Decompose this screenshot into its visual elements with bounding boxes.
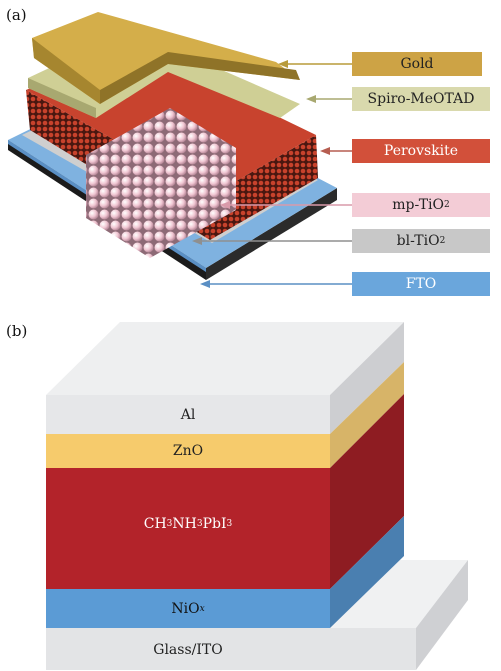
label-glass-ito: Glass/ITO [46, 632, 330, 668]
formula-nh: NH [172, 516, 197, 532]
tag-gold-text: Gold [400, 56, 434, 72]
zno-layer [46, 434, 330, 468]
label-zno: ZnO [46, 434, 330, 468]
tag-fto-text: FTO [405, 276, 437, 292]
label-nio-text: NiO [171, 600, 200, 617]
gold-layer [32, 12, 300, 104]
al-top-face [46, 322, 404, 395]
label-glass-ito-text: Glass/ITO [153, 642, 223, 658]
formula-sub-1: 3 [166, 519, 173, 529]
tag-spiro-text: Spiro-MeOTAD [367, 91, 475, 107]
formula-pbi: PbI [202, 516, 227, 532]
tag-gold: Gold [352, 52, 482, 76]
formula-ch: CH [143, 516, 167, 532]
tag-perovskite: Perovskite [352, 139, 490, 163]
formula-sub-3: 3 [226, 519, 233, 529]
tag-mp-tio2-text: mp-TiO [392, 197, 445, 213]
tag-mp-tio2-sub: 2 [444, 200, 450, 210]
nio-layer [46, 589, 330, 628]
tag-spiro: Spiro-MeOTAD [352, 87, 490, 111]
label-al-text: Al [180, 406, 196, 423]
tag-bl-tio2-text: bl-TiO [396, 233, 440, 249]
panel-b-label: (b) [6, 322, 28, 340]
tag-bl-tio2-sub: 2 [439, 236, 446, 246]
formula-sub-2: 3 [196, 519, 203, 529]
label-al: Al [46, 395, 330, 434]
perovskite-layer-b [46, 468, 330, 589]
label-zno-text: ZnO [172, 443, 204, 459]
label-nio-sub: x [199, 603, 205, 614]
mp-tio2-spheres [86, 108, 236, 258]
panel-a-label: (a) [6, 6, 27, 24]
tag-fto: FTO [352, 272, 490, 296]
tag-perovskite-text: Perovskite [383, 143, 459, 159]
panel-a-arrows [192, 60, 352, 288]
al-layer [46, 395, 330, 434]
